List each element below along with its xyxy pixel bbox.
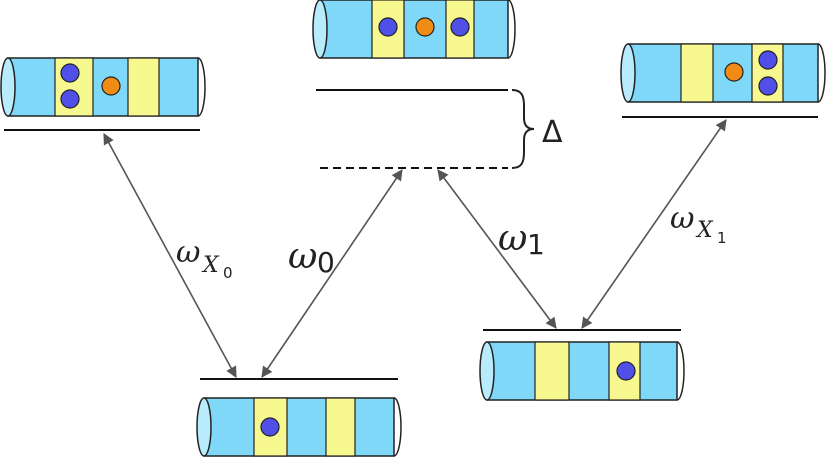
detuning-brace [511,89,535,169]
arrow-omega-x1 [581,119,727,329]
delta-label: Δ [542,115,563,150]
svg-text:0: 0 [317,246,335,279]
svg-text:1: 1 [527,228,545,261]
nanotube-top-left [0,57,206,117]
electron-dot-icon [616,361,636,381]
electron-dot-icon [450,17,470,37]
nanotube-top-center [312,0,516,59]
electron-dot-icon [60,89,80,109]
arrow-omega-0 [261,169,403,378]
electron-dot-icon [758,76,778,96]
svg-text:ω: ω [288,236,317,277]
label-omega-0: ω 0 [288,236,335,279]
hole-dot-icon [101,76,121,96]
electron-dot-icon [758,50,778,70]
svg-text:ω: ω [498,218,527,259]
label-omega-x0: ω X 0 [176,235,233,282]
svg-text:ω: ω [176,235,200,270]
electron-dot-icon [378,17,398,37]
nanotube-bottom-right [479,341,685,401]
nanotube-top-right [620,43,826,103]
svg-text:1: 1 [717,229,727,247]
electron-dot-icon [260,417,280,437]
svg-text:X: X [201,253,220,278]
svg-text:0: 0 [223,264,233,282]
hole-dot-icon [415,17,435,37]
label-omega-1: ω 1 [498,218,545,261]
arrow-omega-x0 [103,133,237,378]
nanotube-bottom-center [196,397,402,457]
hole-dot-icon [724,62,744,82]
label-omega-x1: ω X 1 [670,201,727,247]
electron-dot-icon [60,63,80,83]
arrow-omega-1 [437,169,557,329]
svg-text:ω: ω [670,201,694,236]
svg-text:X: X [695,218,714,243]
